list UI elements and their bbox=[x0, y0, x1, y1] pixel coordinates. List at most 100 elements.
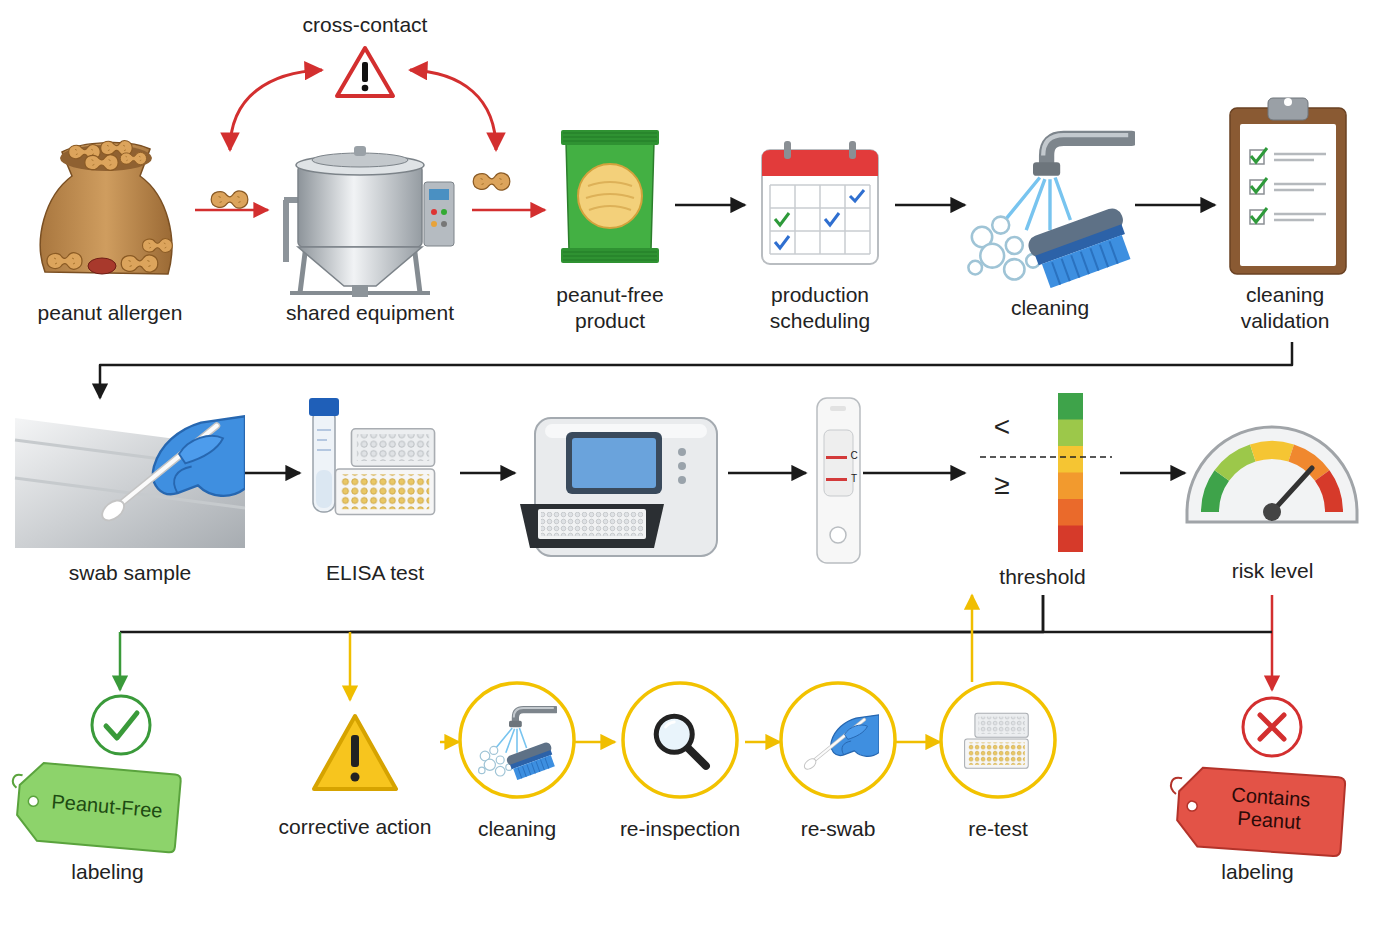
node-label: risk level bbox=[1185, 558, 1360, 584]
hazard-node: cross-contact bbox=[280, 8, 450, 100]
label-holder: T bbox=[848, 473, 860, 485]
risk-gauge bbox=[1210, 476, 1222, 513]
flow-connector bbox=[1135, 205, 1215, 206]
clipboard bbox=[1230, 108, 1346, 274]
product-bag bbox=[566, 142, 654, 250]
clipboard bbox=[1268, 98, 1308, 120]
process-step: cleaning bbox=[965, 118, 1135, 325]
peanut-sack bbox=[40, 143, 171, 274]
flow-connector bbox=[675, 205, 745, 206]
calendar bbox=[762, 150, 878, 176]
loop-circles bbox=[479, 708, 558, 781]
loop-step: re-inspection bbox=[615, 682, 745, 845]
cleaning-icon bbox=[968, 135, 1136, 290]
plate-reader bbox=[520, 418, 717, 556]
swab-surface bbox=[98, 416, 245, 524]
node-label: labeling bbox=[1160, 859, 1355, 885]
product-bag bbox=[586, 182, 634, 210]
steam-kettle bbox=[441, 221, 447, 227]
connector-line bbox=[350, 595, 1043, 632]
flow-connector bbox=[100, 342, 1292, 398]
risk-gauge bbox=[1187, 427, 1357, 522]
elisa-kit bbox=[316, 470, 332, 508]
flow-arrow bbox=[460, 473, 806, 474]
calendar bbox=[762, 150, 878, 264]
node-label: Peanut-Free bbox=[31, 788, 183, 826]
connector-line bbox=[120, 595, 1043, 632]
label-holder: cleaning bbox=[459, 816, 575, 842]
threshold-bar bbox=[1058, 393, 1083, 420]
warning-triangle bbox=[337, 48, 393, 96]
process-step: ELISA test bbox=[300, 395, 450, 590]
label-holder: cross-contact bbox=[280, 12, 450, 38]
calendar bbox=[770, 185, 870, 254]
peanut-sack bbox=[85, 155, 118, 171]
label-holder: C bbox=[848, 450, 860, 462]
check-badge bbox=[106, 713, 137, 738]
test-strip-body bbox=[826, 478, 847, 481]
node-label: peanut-free product bbox=[545, 282, 675, 335]
green-tag bbox=[28, 796, 39, 807]
label-holder: < bbox=[985, 410, 1019, 444]
label-holder: peanut-free product bbox=[545, 282, 675, 335]
test-strip-body bbox=[826, 456, 847, 459]
calendar bbox=[850, 190, 864, 201]
plate-reader bbox=[535, 418, 717, 556]
gauge-node: risk level bbox=[1185, 400, 1360, 595]
risk-gauge bbox=[1253, 450, 1291, 453]
peanut-sack bbox=[88, 258, 116, 274]
label-holder: Contains Peanut bbox=[1205, 786, 1335, 832]
product-bag bbox=[578, 164, 642, 228]
label-tag: Peanut-Free labeling bbox=[15, 690, 200, 895]
connector-line bbox=[440, 741, 459, 744]
calendar bbox=[775, 213, 789, 225]
threshold-node: <≥threshold bbox=[965, 388, 1120, 595]
connector-line bbox=[349, 632, 352, 700]
warning-triangle bbox=[362, 85, 369, 92]
test-strip: CT bbox=[813, 397, 863, 565]
test-strip-body bbox=[830, 527, 846, 543]
test-strip-body bbox=[824, 430, 853, 496]
connector-line bbox=[100, 342, 1292, 398]
check-badge bbox=[92, 696, 150, 754]
elisa-kit bbox=[317, 430, 331, 450]
elisa-kit bbox=[335, 429, 434, 515]
plate-reader bbox=[538, 509, 646, 539]
flow-connector bbox=[195, 210, 268, 211]
warning-triangle bbox=[337, 48, 393, 96]
label-holder: Peanut-Free bbox=[32, 794, 182, 819]
connector-line bbox=[119, 632, 122, 690]
flow-connector bbox=[575, 742, 615, 743]
steam-kettle bbox=[424, 182, 454, 246]
connector-line bbox=[896, 741, 940, 744]
cross-contact-arrows bbox=[410, 70, 496, 150]
node-label: < bbox=[985, 410, 1019, 444]
label-holder: re-inspection bbox=[615, 816, 745, 842]
swab-surface bbox=[15, 416, 245, 548]
steam-kettle bbox=[431, 221, 437, 227]
flow-arrow bbox=[728, 472, 806, 475]
node-label: production scheduling bbox=[745, 282, 895, 335]
flow-connector bbox=[120, 595, 1043, 690]
threshold-bar bbox=[1058, 446, 1083, 473]
label-holder: labeling bbox=[15, 859, 200, 885]
cross-badge bbox=[1243, 698, 1301, 756]
steam-kettle bbox=[354, 146, 366, 156]
loop-circles bbox=[802, 715, 879, 772]
test-strip-body bbox=[830, 406, 846, 411]
flow-connector bbox=[972, 595, 973, 682]
steam-kettle bbox=[429, 189, 449, 200]
test-strip-body bbox=[817, 398, 860, 563]
label-holder: re-test bbox=[940, 816, 1056, 842]
plate-reader bbox=[678, 476, 686, 484]
product-node: peanut-free product bbox=[545, 128, 675, 343]
loop-circles bbox=[781, 683, 895, 797]
label-holder: ≥ bbox=[985, 468, 1019, 502]
clipboard bbox=[1284, 98, 1292, 106]
yellow-warning bbox=[351, 735, 359, 767]
label-holder: peanut allergen bbox=[25, 300, 195, 326]
elisa-kit bbox=[309, 398, 339, 416]
process-step: production scheduling bbox=[745, 140, 895, 340]
label-holder: shared equipment bbox=[268, 300, 472, 326]
